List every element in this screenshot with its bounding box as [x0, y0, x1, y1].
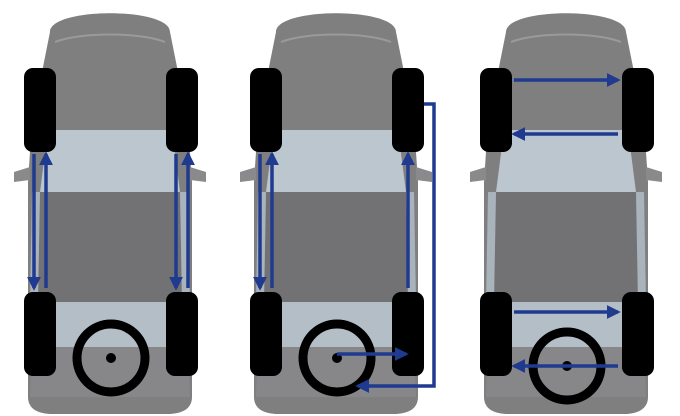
tire-front-right [392, 68, 424, 152]
tire-rear-right [622, 292, 654, 376]
spare-hub [106, 353, 116, 363]
tire-front-left [480, 68, 512, 152]
tire-rear-right [392, 292, 424, 376]
tire-front-left [24, 68, 56, 152]
panel-2 [239, 12, 436, 415]
tire-rear-right [166, 292, 198, 376]
spare-tire [298, 319, 376, 397]
tire-front-right [622, 68, 654, 152]
tire-front-left [250, 68, 282, 152]
tire-front-right [166, 68, 198, 152]
tire-rear-left [250, 292, 282, 376]
panel-1 [13, 12, 207, 415]
tire-rear-left [480, 292, 512, 376]
arrow-fr-to-spare [355, 102, 436, 393]
panel-3 [469, 12, 663, 415]
tire-rear-left [24, 292, 56, 376]
spare-tire [72, 319, 150, 397]
